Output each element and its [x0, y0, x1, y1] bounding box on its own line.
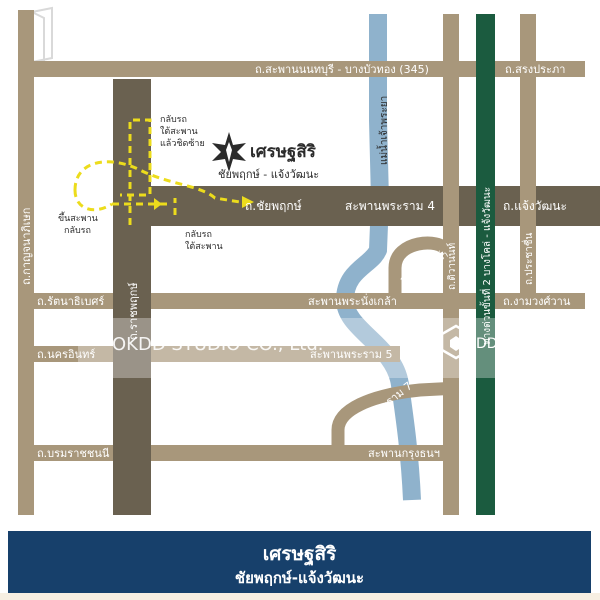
label-rattanathibet: ถ.รัตนาธิเบศร์ — [37, 295, 104, 308]
label-kanchanaphisek: ถ.กาญจนาภิเษก — [20, 208, 33, 285]
label-krungthon-bridge: สะพานกรุงธนฯ — [368, 447, 440, 460]
banner-title: เศรษฐสิริ — [262, 543, 337, 565]
watermark-ddproperty: DDproperty — [476, 336, 558, 352]
label-rama5-bridge: สะพานพระราม 5 — [310, 348, 392, 361]
label-expressway: ทางด่วนขั้นที่ 2 บางโคล่ - แจ้งวัฒนะ — [479, 187, 493, 345]
label-road-top-right: ถ.สรงประภา — [505, 63, 565, 76]
label-nakhon-in: ถ.นครอินทร์ — [37, 348, 95, 361]
chao-phraya-river — [335, 14, 421, 501]
road-sanambinnam — [388, 236, 452, 295]
note-up-2: กลับรถ — [64, 226, 91, 236]
watermark-studio: OKDD STUDIO CO., Ltd. — [112, 334, 323, 355]
note-under-1: กลับรถ — [185, 230, 212, 240]
project-name: เศรษฐสิริ — [250, 142, 317, 163]
watermark-band — [78, 318, 584, 378]
label-phra-nang-klao: สะพานพระนั่งเกล้า — [308, 293, 397, 308]
ddproperty-icon — [440, 324, 472, 360]
label-prachachuen: ถ.ประชาชื่น — [521, 232, 535, 285]
expressway — [476, 14, 495, 515]
project-subtitle: ชัยพฤกษ์ - แจ้งวัฒนะ — [218, 168, 319, 181]
label-rama4-bridge: สะพานพระราม 4 — [345, 199, 435, 213]
label-ngamwongwan: ถ.งามวงศ์วาน — [503, 295, 571, 308]
label-tiwanon: ถ.ติวานนท์ — [446, 243, 458, 290]
note-up-1: ขึ้นสะพาน — [58, 211, 98, 224]
note-uturn-2: ใต้สะพาน — [160, 126, 198, 137]
route-arrow-mid — [154, 198, 162, 210]
note-uturn-3: แล้วชิดซ้าย — [160, 138, 205, 149]
route-arrow — [242, 196, 254, 208]
road-prachachuen — [520, 14, 536, 295]
label-road-top: ถ.สะพานนนทบุรี - บางบัวทอง (345) — [255, 63, 429, 76]
label-ratchaphruek: ถ.ราชพฤกษ์ — [127, 282, 140, 340]
label-chaiyaphruek: ถ.ชัยพฤกษ์ — [245, 199, 302, 213]
project-banner: เศรษฐสิริ ชัยพฤกษ์-แจ้งวัฒนะ — [8, 531, 591, 593]
label-river: แม่น้ำเจ้าพระยา — [376, 96, 390, 165]
road-rama7-bridge — [331, 381, 459, 446]
project-star-icon — [212, 132, 246, 172]
road-kanchanaphisek — [18, 10, 34, 515]
label-chaengwattana: ถ.แจ้งวัฒนะ — [503, 199, 567, 213]
banner-subtitle: ชัยพฤกษ์-แจ้งวัฒนะ — [234, 569, 365, 587]
bottom-strip — [0, 593, 600, 600]
note-under-2: ใต้สะพาน — [185, 241, 223, 252]
road-ratchaphruek — [113, 79, 151, 515]
note-uturn-1: กลับรถ — [160, 115, 187, 125]
map-canvas: OKDD เศรษฐสิริ ชัยพฤกษ์ - แจ้งวัฒนะ กลับ… — [18, 6, 600, 515]
label-borommaratchachonnani: ถ.บรมราชชนนี — [37, 447, 110, 460]
